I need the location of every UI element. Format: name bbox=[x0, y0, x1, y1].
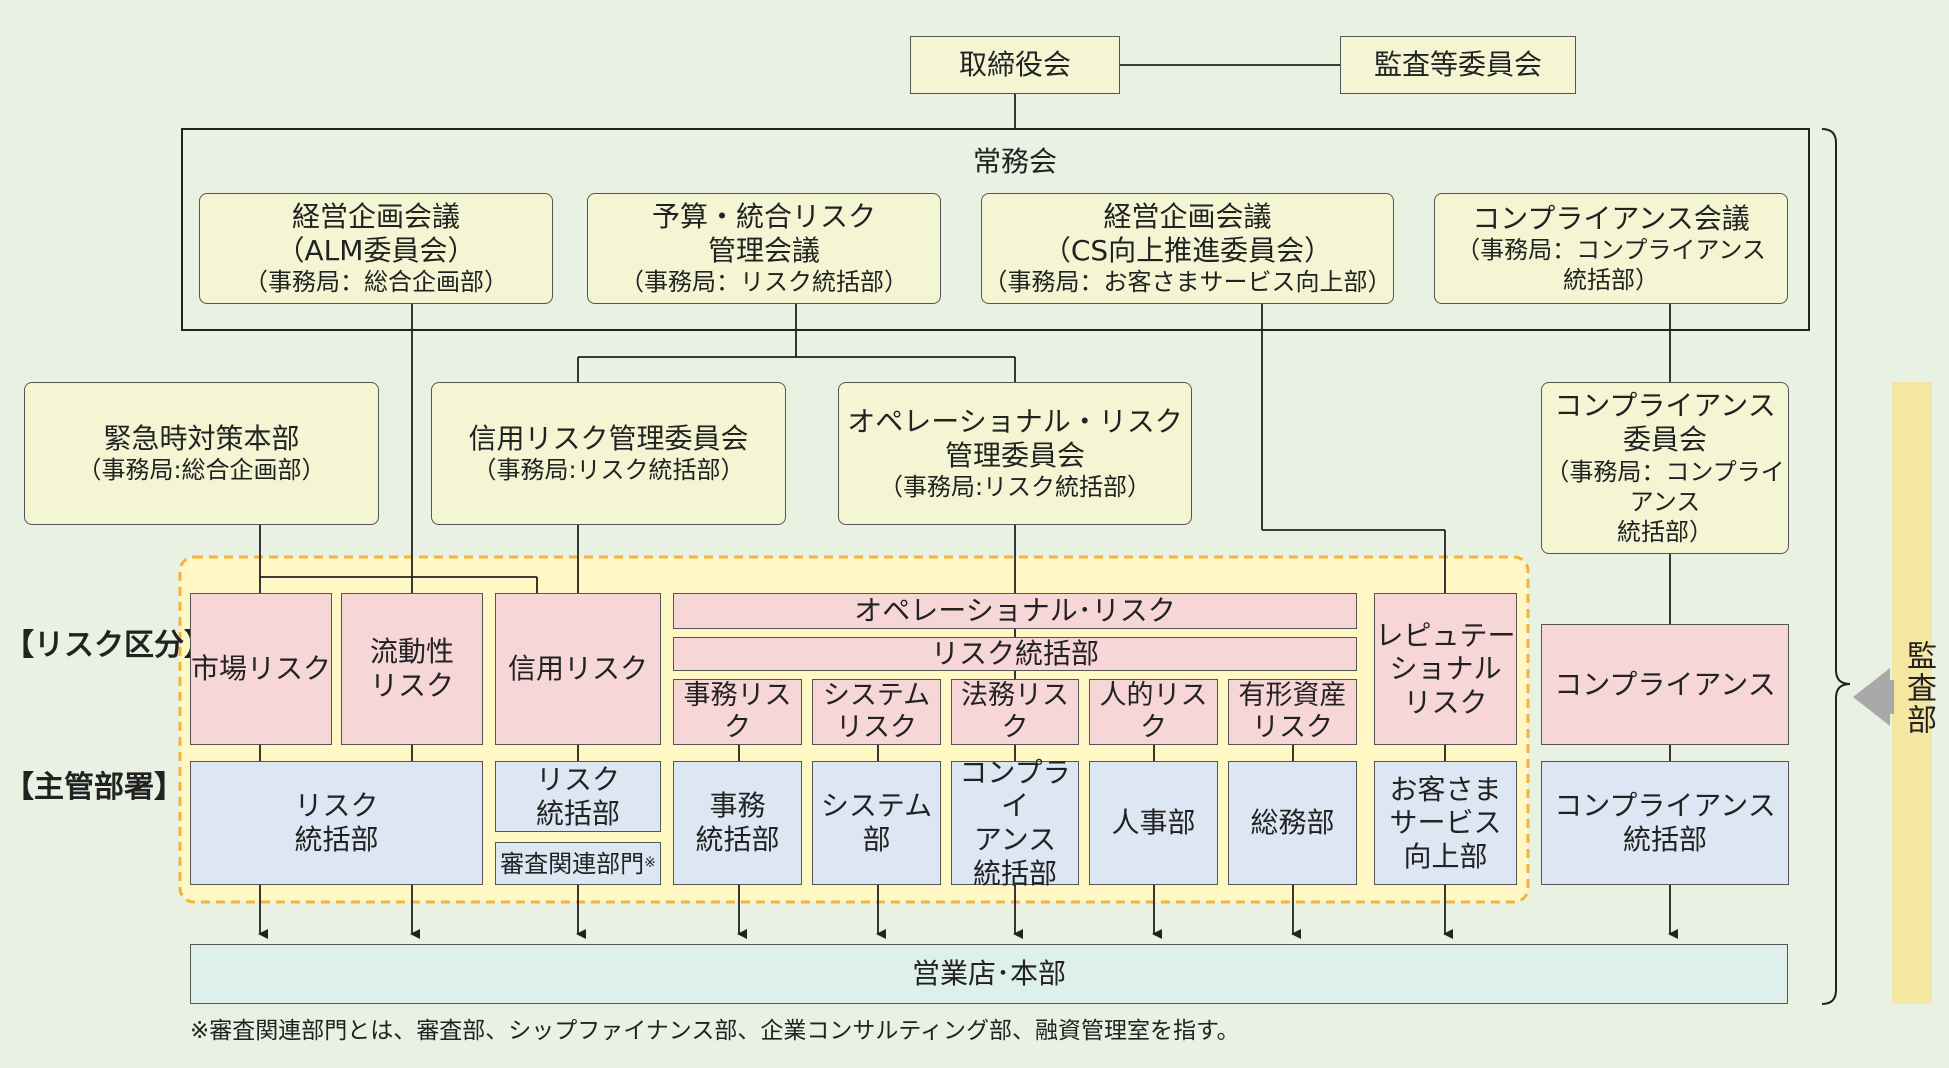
meeting-cs-office: （事務局：お客さまサービス向上部） bbox=[983, 268, 1392, 297]
committee-credit-office: （事務局:リスク統括部） bbox=[472, 456, 745, 485]
meeting-compliance-office: （事務局：コンプライアンス 統括部） bbox=[1456, 236, 1766, 295]
meeting-alm-office: （事務局：総合企画部） bbox=[244, 268, 508, 297]
dept-compliance-op: コンプライ アンス 統括部 bbox=[951, 756, 1079, 890]
branches-label: 営業店･本部 bbox=[911, 957, 1066, 991]
committee-operational: オペレーショナル・リスク 管理委員会 （事務局:リスク統括部） bbox=[838, 382, 1192, 525]
committee-compliance: コンプライアンス 委員会 （事務局：コンプライアンス 統括部） bbox=[1541, 382, 1789, 554]
risk-tangible: 有形資産 リスク bbox=[1228, 679, 1357, 745]
dept-general-affairs: 総務部 bbox=[1228, 761, 1357, 885]
audit-committee-box: 監査等委員会 bbox=[1340, 36, 1576, 94]
board-box: 取締役会 bbox=[910, 36, 1120, 94]
dept-compliance-op-label: コンプライ アンス 統括部 bbox=[959, 755, 1071, 890]
meeting-alm-name: 経営企画会議 （ALM委員会） bbox=[276, 199, 476, 267]
dept-system-label: システム部 bbox=[820, 789, 933, 856]
risk-credit-label: 信用リスク bbox=[507, 652, 648, 686]
dept-admin: 事務 統括部 bbox=[673, 761, 802, 885]
meeting-budget: 予算・統合リスク 管理会議 （事務局：リスク統括部） bbox=[587, 193, 941, 304]
risk-liquidity: 流動性 リスク bbox=[341, 593, 483, 745]
committee-credit-name: 信用リスク管理委員会 bbox=[468, 421, 749, 455]
dept-admin-label: 事務 統括部 bbox=[695, 789, 780, 856]
dept-credit-risk-management-label: リスク 統括部 bbox=[535, 762, 620, 830]
dept-credit-review: 審査関連部門※ bbox=[495, 842, 661, 885]
risk-legal-label: 法務リスク bbox=[961, 680, 1069, 743]
branches-box: 営業店･本部 bbox=[190, 944, 1788, 1004]
committee-compliance-office: （事務局：コンプライアンス 統括部） bbox=[1545, 457, 1785, 546]
risk-admin: 事務リスク bbox=[673, 679, 802, 745]
risk-system: システム リスク bbox=[812, 679, 941, 745]
risk-operational-label: オペレーショナル･リスク bbox=[854, 594, 1176, 628]
audit-committee-label: 監査等委員会 bbox=[1373, 48, 1542, 82]
dept-customer-service: お客さま サービス 向上部 bbox=[1374, 761, 1517, 885]
meeting-cs: 経営企画会議 （CS向上推進委員会） （事務局：お客さまサービス向上部） bbox=[981, 193, 1394, 304]
risk-compliance: コンプライアンス bbox=[1541, 624, 1789, 745]
dept-system: システム部 bbox=[812, 761, 941, 885]
risk-human: 人的リスク bbox=[1089, 679, 1218, 745]
committee-emergency-name: 緊急時対策本部 bbox=[103, 421, 300, 455]
dept-general-affairs-label: 総務部 bbox=[1250, 806, 1335, 840]
risk-credit: 信用リスク bbox=[495, 593, 661, 745]
executive-title: 常務会 bbox=[972, 145, 1057, 179]
risk-legal: 法務リスク bbox=[951, 679, 1079, 745]
risk-market: 市場リスク bbox=[190, 593, 332, 745]
risk-management-bar-label: リスク統括部 bbox=[930, 637, 1099, 671]
risk-market-label: 市場リスク bbox=[191, 652, 332, 686]
risk-human-label: 人的リスク bbox=[1099, 680, 1208, 743]
footnote: ※審査関連部門とは、審査部、シップファイナンス部、企業コンサルティング部、融資管… bbox=[190, 1018, 1240, 1044]
audit-bar bbox=[1892, 382, 1932, 1004]
meeting-compliance: コンプライアンス会議 （事務局：コンプライアンス 統括部） bbox=[1434, 193, 1788, 304]
dept-risk-management: リスク 統括部 bbox=[190, 761, 483, 885]
dept-hr-label: 人事部 bbox=[1111, 806, 1196, 840]
risk-admin-label: 事務リスク bbox=[683, 680, 792, 743]
risk-category-label: 【リスク区分】 bbox=[4, 628, 214, 663]
committee-compliance-name: コンプライアンス 委員会 bbox=[1554, 389, 1776, 456]
meeting-compliance-name: コンプライアンス会議 bbox=[1472, 201, 1750, 235]
meeting-cs-name: 経営企画会議 （CS向上推進委員会） bbox=[1042, 199, 1333, 267]
dept-customer-service-label: お客さま サービス 向上部 bbox=[1389, 772, 1502, 873]
risk-system-label: システム リスク bbox=[822, 680, 931, 743]
committee-operational-name: オペレーショナル・リスク 管理委員会 bbox=[847, 404, 1183, 472]
dept-credit-review-mark: ※ bbox=[644, 854, 656, 871]
meeting-budget-office: （事務局：リスク統括部） bbox=[620, 268, 908, 297]
committee-operational-office: （事務局:リスク統括部） bbox=[878, 473, 1152, 502]
dept-compliance: コンプライアンス 統括部 bbox=[1541, 761, 1789, 885]
executive-title-box: 常務会 bbox=[900, 142, 1130, 182]
committee-credit: 信用リスク管理委員会 （事務局:リスク統括部） bbox=[431, 382, 786, 525]
committee-emergency-office: （事務局:総合企画部） bbox=[77, 456, 326, 485]
dept-risk-management-label: リスク 統括部 bbox=[294, 789, 379, 856]
executive-frame bbox=[181, 128, 1810, 331]
risk-reputation: レピュテー ショナル リスク bbox=[1374, 593, 1517, 745]
risk-liquidity-label: 流動性 リスク bbox=[369, 635, 454, 702]
risk-operational: オペレーショナル･リスク bbox=[673, 593, 1357, 629]
dept-compliance-label: コンプライアンス 統括部 bbox=[1554, 789, 1776, 856]
dept-credit-review-label: 審査関連部門 bbox=[500, 849, 645, 878]
dept-hr: 人事部 bbox=[1089, 761, 1218, 885]
committee-emergency: 緊急時対策本部 （事務局:総合企画部） bbox=[24, 382, 379, 525]
department-label: 【主管部署】 bbox=[4, 770, 184, 805]
risk-tangible-label: 有形資産 リスク bbox=[1238, 680, 1347, 743]
risk-reputation-label: レピュテー ショナル リスク bbox=[1375, 618, 1516, 719]
board-label: 取締役会 bbox=[958, 48, 1071, 82]
risk-management-bar: リスク統括部 bbox=[673, 637, 1357, 671]
meeting-alm: 経営企画会議 （ALM委員会） （事務局：総合企画部） bbox=[199, 193, 553, 304]
audit-dept-label: 監査部 bbox=[1901, 640, 1936, 736]
audit-arrow bbox=[1853, 668, 1890, 726]
risk-compliance-label: コンプライアンス bbox=[1554, 667, 1776, 701]
dept-credit-risk-management: リスク 統括部 bbox=[495, 761, 661, 832]
meeting-budget-name: 予算・統合リスク 管理会議 bbox=[651, 199, 876, 267]
